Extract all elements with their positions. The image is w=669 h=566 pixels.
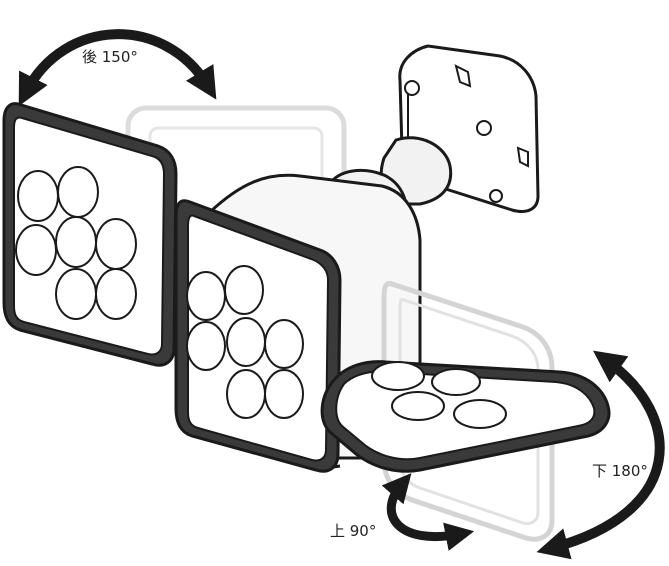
- up-rotation-label: 上 90°: [330, 522, 376, 540]
- rotation-arrows: [18, 29, 665, 560]
- center-light-panel: [174, 199, 342, 473]
- back-rotation-label: 後 150°: [82, 48, 138, 66]
- up-rotation-arrow-icon: [381, 473, 475, 551]
- back-rotation-arrow-icon: [18, 29, 217, 107]
- down-rotation-arrow-icon: [536, 350, 665, 560]
- ghost-panel-down: [381, 281, 555, 542]
- left-light-panel: [2, 102, 178, 367]
- right-panel-leds: [371, 361, 507, 429]
- left-panel-leds: [15, 166, 137, 320]
- right-light-panel-tilted: [320, 360, 611, 473]
- center-panel-leds: [186, 265, 304, 419]
- down-rotation-label: 下 180°: [592, 462, 648, 480]
